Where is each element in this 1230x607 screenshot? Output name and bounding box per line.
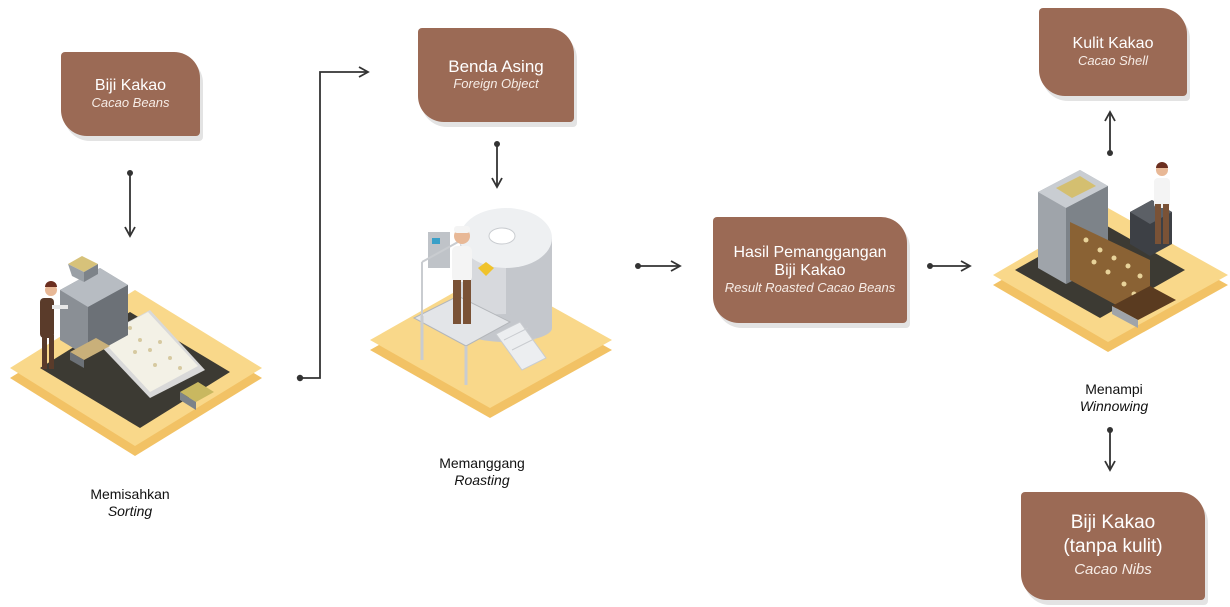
sorting-machine-icon bbox=[10, 256, 262, 456]
box-cacao-nibs-title-2: (tanpa kulit) bbox=[1063, 536, 1163, 557]
box-cacao-beans-subtitle: Cacao Beans bbox=[91, 95, 170, 110]
caption-roasting: Memanggang Roasting bbox=[412, 455, 552, 489]
arrow-winnowing-to-shell bbox=[1104, 110, 1116, 156]
box-cacao-shell: Kulit Kakao Cacao Shell bbox=[1039, 8, 1187, 96]
arrow-foreign-to-roasting bbox=[491, 141, 503, 189]
arrow-winnowing-to-nibs bbox=[1104, 427, 1116, 472]
caption-winnowing-subtitle: Winnowing bbox=[1079, 398, 1149, 414]
box-foreign-object: Benda Asing Foreign Object bbox=[418, 28, 574, 122]
box-cacao-nibs-subtitle: Cacao Nibs bbox=[1074, 561, 1152, 578]
arrow-result-to-winnowing bbox=[927, 260, 972, 272]
winnowing-machine-icon bbox=[993, 162, 1228, 352]
box-foreign-object-title: Benda Asing bbox=[448, 57, 544, 76]
box-cacao-nibs: Biji Kakao (tanpa kulit) Cacao Nibs bbox=[1021, 492, 1205, 600]
box-cacao-nibs-title-1: Biji Kakao bbox=[1070, 512, 1156, 533]
box-cacao-beans: Biji Kakao Cacao Beans bbox=[61, 52, 200, 136]
arrow-beans-to-sorting bbox=[124, 170, 136, 238]
arrow-roasting-to-result bbox=[635, 260, 682, 272]
roaster-tank-icon bbox=[370, 208, 612, 418]
caption-sorting: Memisahkan Sorting bbox=[60, 486, 200, 520]
box-roasted-result-title-2: Biji Kakao bbox=[774, 262, 846, 279]
caption-roasting-subtitle: Roasting bbox=[454, 472, 510, 488]
arrow-sorting-to-foreign bbox=[296, 66, 370, 382]
box-roasted-result: Hasil Pemanggangan Biji Kakao Result Roa… bbox=[713, 217, 907, 323]
box-roasted-result-subtitle: Result Roasted Cacao Beans bbox=[724, 280, 896, 295]
caption-roasting-title: Memanggang bbox=[439, 455, 525, 471]
caption-winnowing: Menampi Winnowing bbox=[1044, 381, 1184, 415]
caption-sorting-title: Memisahkan bbox=[90, 486, 170, 502]
box-cacao-beans-title: Biji Kakao bbox=[94, 77, 167, 94]
caption-sorting-subtitle: Sorting bbox=[107, 503, 153, 519]
box-cacao-shell-title: Kulit Kakao bbox=[1072, 35, 1154, 52]
box-roasted-result-title-1: Hasil Pemanggangan bbox=[733, 244, 887, 261]
box-foreign-object-subtitle: Foreign Object bbox=[453, 76, 539, 91]
caption-winnowing-title: Menampi bbox=[1085, 381, 1143, 397]
box-cacao-shell-subtitle: Cacao Shell bbox=[1077, 53, 1149, 68]
